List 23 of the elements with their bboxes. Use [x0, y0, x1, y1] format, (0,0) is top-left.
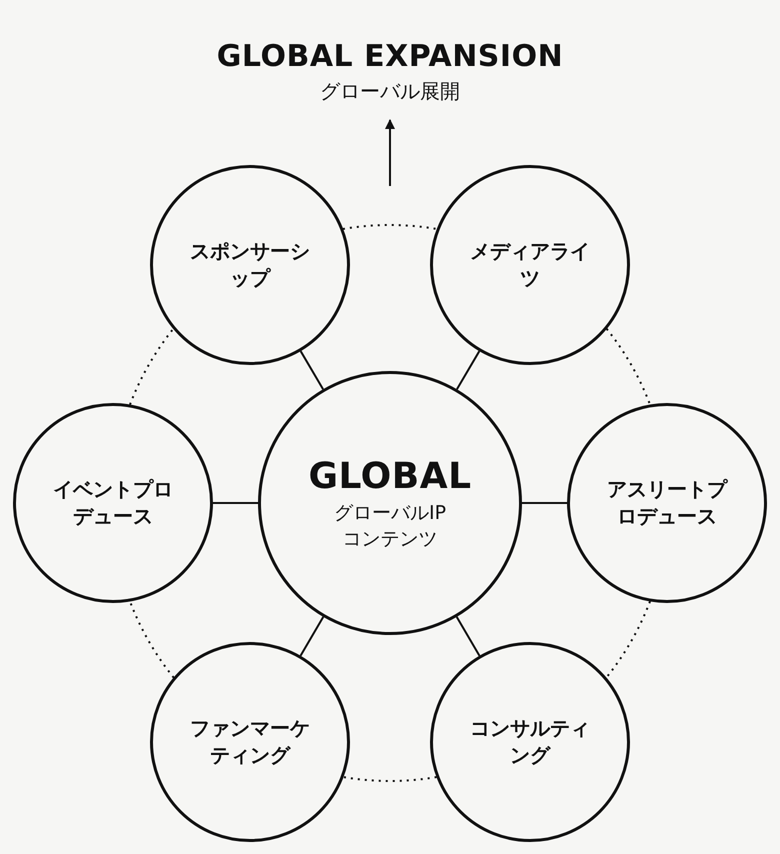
connector-line [300, 350, 324, 390]
node-label: イベントプロデュース [52, 476, 174, 530]
dotted-connector [342, 224, 438, 230]
node-title: GLOBAL [308, 455, 472, 499]
node-label: スポンサーシップ [189, 238, 311, 292]
subheading: グローバル展開 [320, 78, 460, 105]
connector-line [300, 616, 324, 656]
dotted-connector [343, 776, 437, 782]
node-label: メディアライツ [469, 238, 591, 292]
connector-line [522, 502, 567, 504]
node-label: アスリートプロデュース [606, 476, 729, 530]
arrow [385, 119, 395, 186]
connector-line [213, 502, 258, 504]
dotted-connector [606, 328, 651, 406]
node-label: コンサルティング [469, 715, 591, 769]
node-label: ファンマーケティング [189, 715, 311, 769]
connector-line [456, 616, 480, 656]
connector-line [456, 350, 480, 390]
dotted-connector [606, 600, 651, 678]
heading: GLOBAL EXPANSION [216, 38, 564, 76]
dotted-connector [129, 600, 174, 678]
dotted-connector [129, 328, 174, 406]
node-label: グローバルIPコンテンツ [332, 501, 448, 552]
